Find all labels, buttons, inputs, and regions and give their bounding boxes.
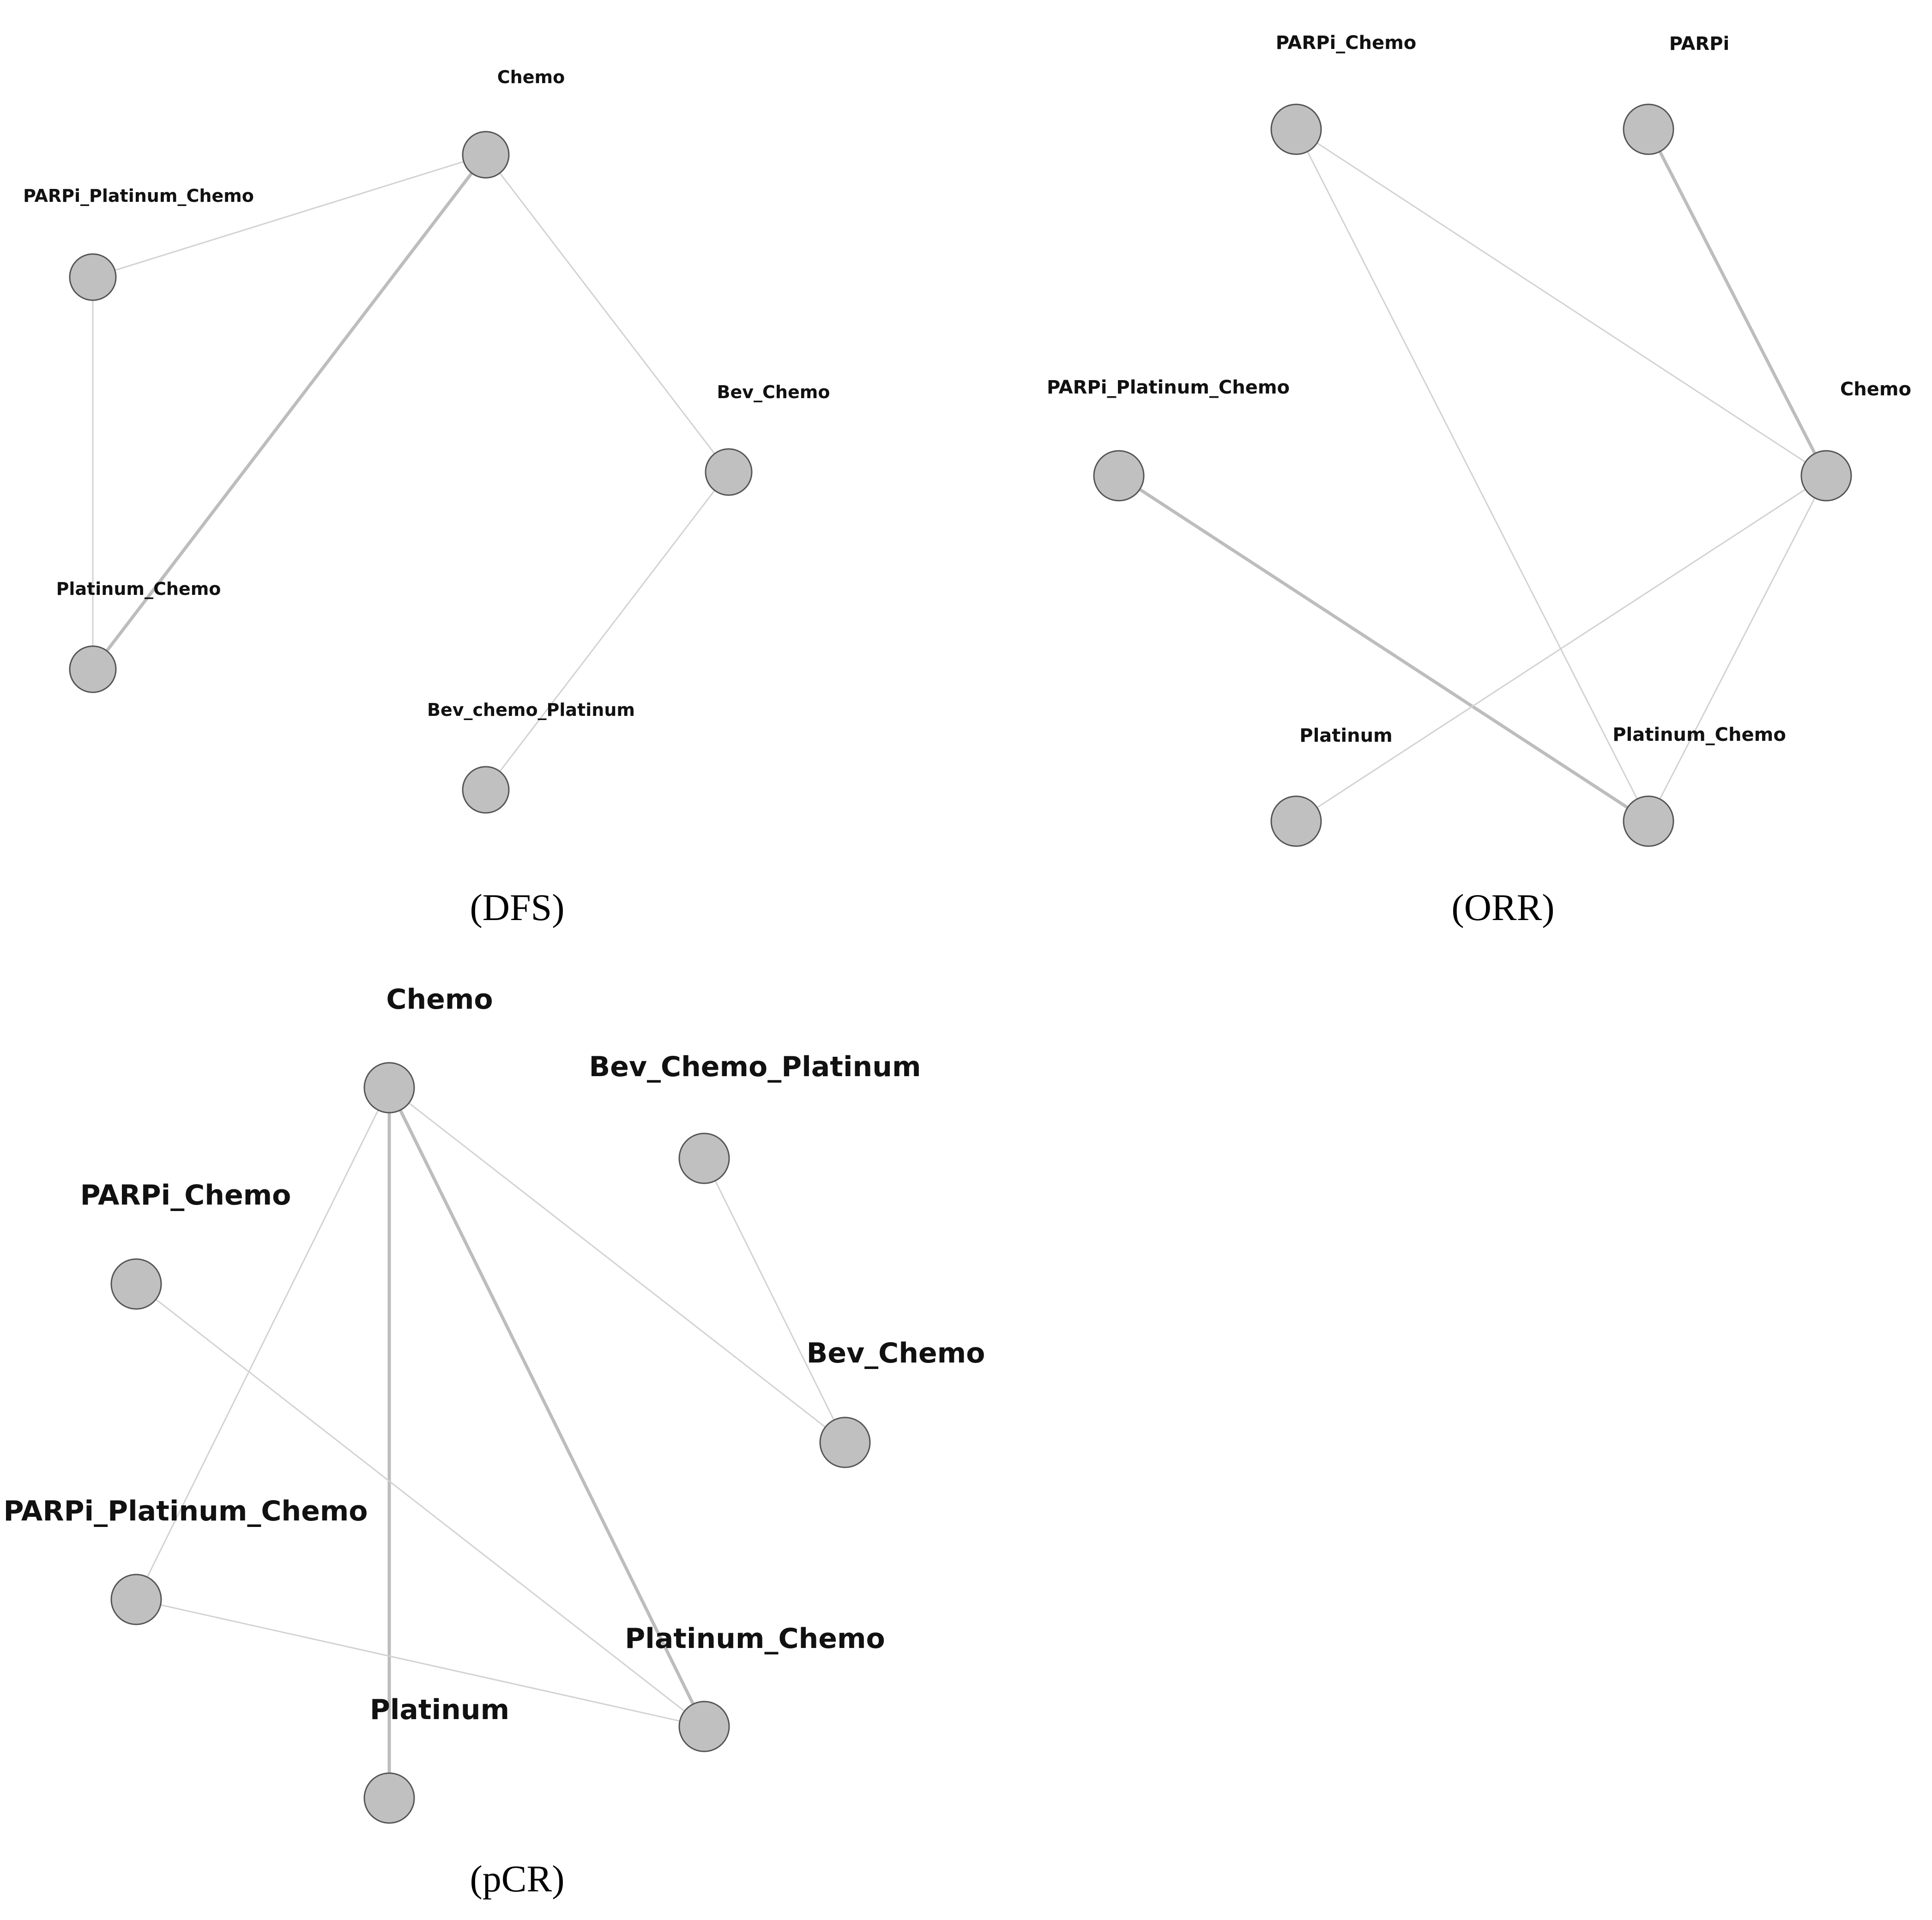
node-bev_chemo_platinum	[462, 766, 510, 814]
node-bev_chemo_platinum	[678, 1133, 730, 1184]
node-chemo	[363, 1062, 415, 1114]
edge-parpi_chemo-chemo	[1295, 128, 1827, 477]
node-platinum	[363, 1772, 415, 1824]
panel-pcr: ChemoBev_Chemo_PlatinumPARPi_ChemoBev_Ch…	[3, 983, 985, 1900]
node-platinum	[1270, 795, 1322, 847]
edge-chemo-platinum_chemo	[1648, 475, 1827, 822]
edge-parpi_chemo-platinum_chemo	[1295, 128, 1649, 822]
node-parpi_platinum_chemo	[110, 1574, 162, 1625]
edge-bev_chemo-bev_chemo_platinum	[485, 471, 730, 791]
edge-chemo-platinum_chemo	[387, 1086, 706, 1728]
node-label-platinum: Platinum	[370, 1694, 509, 1726]
edge-parpi-chemo	[1647, 127, 1828, 478]
panel-caption-pcr: (pCR)	[470, 1858, 565, 1900]
node-label-bev_chemo_platinum: Bev_Chemo_Platinum	[589, 1051, 921, 1083]
node-label-chemo: Chemo	[497, 67, 565, 87]
node-label-parpi_platinum_chemo: PARPi_Platinum_Chemo	[23, 186, 254, 206]
node-platinum_chemo	[678, 1701, 730, 1752]
panel-caption-dfs: (DFS)	[470, 886, 564, 928]
node-parpi_platinum_chemo	[1093, 450, 1145, 502]
node-bev_chemo	[705, 448, 753, 496]
panel-caption-orr: (ORR)	[1451, 886, 1554, 928]
panel-dfs: ChemoPARPi_Platinum_ChemoBev_ChemoPlatin…	[23, 67, 830, 928]
edge-parpi_platinum_chemo-platinum_chemo	[1117, 474, 1650, 823]
edge-chemo-bev_chemo	[388, 1087, 846, 1443]
edge-chemo-bev_chemo	[485, 154, 730, 473]
node-label-parpi_chemo: PARPi_Chemo	[1276, 32, 1417, 54]
node-parpi_platinum_chemo	[69, 253, 117, 301]
edge-chemo-parpi_platinum_chemo	[135, 1087, 390, 1600]
node-parpi_chemo	[1270, 103, 1322, 155]
node-label-bev_chemo_platinum: Bev_chemo_Platinum	[427, 700, 635, 720]
node-label-parpi_chemo: PARPi_Chemo	[80, 1179, 291, 1211]
node-label-parpi_platinum_chemo: PARPi_Platinum_Chemo	[1047, 377, 1290, 398]
node-platinum_chemo	[69, 645, 117, 693]
node-label-platinum: Platinum	[1299, 725, 1392, 746]
edge-chemo-platinum_chemo	[91, 153, 488, 671]
node-label-bev_chemo: Bev_Chemo	[807, 1337, 985, 1369]
edge-parpi_platinum_chemo-platinum_chemo	[135, 1599, 705, 1727]
node-chemo	[1800, 450, 1852, 502]
node-parpi_chemo	[110, 1258, 162, 1310]
node-label-parpi: PARPi	[1669, 33, 1729, 55]
edge-parpi_chemo-platinum_chemo	[135, 1283, 705, 1727]
node-chemo	[462, 131, 510, 179]
edge-bev_chemo_platinum-bev_chemo	[703, 1157, 846, 1443]
edge-chemo-platinum	[1295, 475, 1827, 822]
node-label-platinum_chemo: Platinum_Chemo	[625, 1623, 885, 1655]
node-label-bev_chemo: Bev_Chemo	[717, 382, 830, 402]
node-label-platinum_chemo: Platinum_Chemo	[56, 579, 221, 599]
node-label-chemo: Chemo	[386, 983, 493, 1016]
edge-chemo-parpi_platinum_chemo	[92, 154, 487, 278]
node-bev_chemo	[819, 1417, 871, 1468]
node-parpi	[1623, 103, 1674, 155]
node-platinum_chemo	[1623, 795, 1674, 847]
node-label-platinum_chemo: Platinum_Chemo	[1612, 724, 1786, 745]
node-label-chemo: Chemo	[1840, 379, 1911, 400]
node-label-parpi_platinum_chemo: PARPi_Platinum_Chemo	[3, 1495, 368, 1527]
